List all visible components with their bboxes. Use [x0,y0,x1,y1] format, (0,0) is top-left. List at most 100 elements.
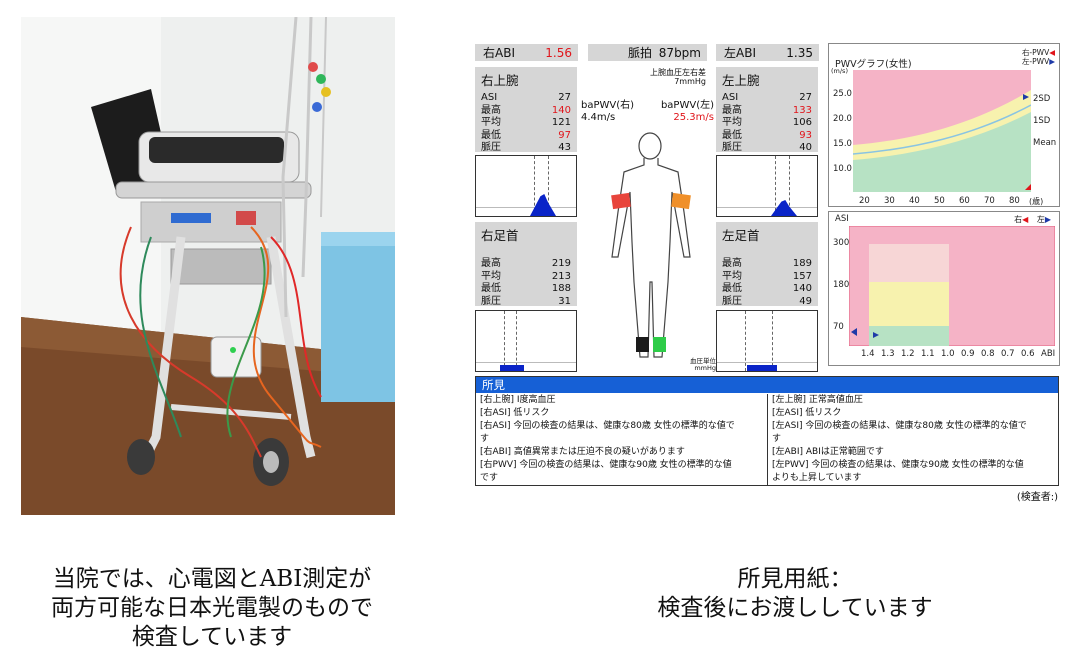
pwv-y-tick-label: 20.0 [833,114,852,124]
measurement-value: 40 [799,142,812,153]
pwv-legend-left: 左-PWV▶ [1022,56,1055,67]
caption-line: 検査しています [131,624,293,650]
bp-difference-note: 上腕血圧左右差 7mmHg [620,68,706,86]
asi-y-tick-label: 70 [833,322,844,332]
caption-line: 検査後にお渡ししています [657,595,933,621]
bp-unit-label: 血圧単位 [690,357,716,365]
finding-line: [右ABI] 高値異常または圧迫不良の疑いがあります [480,447,685,457]
finding-line: [左ABI] ABIは正常範囲です [772,447,884,457]
measurement-label: 最高 [481,258,501,269]
measurement-value: 97 [558,129,571,141]
caption-right: 所見用紙： 検査後にお渡ししています [560,565,1030,623]
pwv-x-tick-label: 30 [884,196,895,206]
bapwv-left: baPWV(左) 25.3m/s [660,100,714,124]
measurement-value: 157 [792,270,812,282]
measurement-label: 最低 [481,129,501,141]
asi-y-tick-label: 180 [833,280,850,290]
pwv-x-tick-label: 70 [984,196,995,206]
left-triangle-icon: ▶ [1044,215,1051,224]
right-abi-value: 1.56 [545,45,572,60]
left-abi-label: 左ABI [724,46,756,60]
pulse-box: 脈拍 87bpm [588,44,707,61]
measurement-value: 213 [551,270,571,282]
finding-line: す [480,434,490,444]
pwv-right-marker-icon [1025,184,1031,190]
pwv-x-tick-label: 60 [959,196,970,206]
finding-line: [左上腕] 正常高値血圧 [772,395,863,405]
measurement-value: 140 [792,283,812,294]
pwv-x-tick-label: 80 [1009,196,1020,206]
asi-x-tick-label: 0.8 [981,349,995,359]
asi-legend-right-label: 右 [1014,215,1023,224]
left-arm-title: 左上腕 [722,73,760,88]
right-abi-box: 右ABI 1.56 [475,44,578,61]
pulse-label: 脈拍 [628,46,653,60]
finding-line: [右ASI] 今回の検査の結果は、健康な80歳 女性の標準的な値で [480,421,735,431]
findings-header: 所見 [476,377,1058,393]
measurement-label: 平均 [722,117,742,128]
abi-device-photo-illustration [21,17,395,515]
device-photo [21,17,395,515]
pwv-x-tick-label: 40 [909,196,920,206]
measurement-row: 脈圧 40 [722,142,812,155]
caption-line: 当院では、心電図とABI測定が [52,566,372,592]
finding-line: [右PWV] 今回の検査の結果は、健康な90歳 女性の標準的な値 [480,460,732,470]
right-ankle-waveform [475,310,577,372]
measurement-label: 最低 [481,283,501,294]
finding-line: [右上腕] I度高血圧 [480,395,556,405]
bapwv-left-value: 25.3m/s [673,112,714,123]
asi-x-tick-label: 0.6 [1021,349,1035,359]
bapwv-left-label: baPWV(左) [660,100,714,111]
pwv-band-label: Mean [1033,138,1057,148]
pwv-legend-right-label: 右-PWV [1021,48,1050,57]
pulse-value: 87bpm [658,45,701,60]
asi-graph-title: ASI [835,214,849,224]
measurement-value: 93 [799,129,812,141]
pwv-y-tick-label: 25.0 [833,89,852,99]
pwv-legend-left-label: 左-PWV [1021,57,1050,66]
pwv-band-label: 1SD [1033,116,1051,126]
measurement-label: 平均 [722,270,742,282]
bp-unit-value: mmHg [694,364,716,372]
asi-legend: 右◀ 左▶ [1014,214,1051,225]
measurement-value: 31 [558,295,571,307]
measurement-label: 最低 [722,283,742,294]
measurement-label: 脈圧 [481,295,501,307]
findings-box: 所見 [右上腕] I度高血圧 [右ASI] 低リスク [右ASI] 今回の検査の結果… [475,376,1059,486]
measurement-label: 最高 [722,104,742,116]
measurement-label: 脈圧 [722,142,742,153]
measurement-value: 27 [799,92,812,103]
bapwv-right: baPWV(右) 4.4m/s [581,100,634,124]
asi-legend-left-label: 左 [1036,215,1045,224]
asi-x-tick-label: 0.9 [961,349,975,359]
body-figure [611,132,691,358]
measurement-row: 脈圧 31 [481,296,571,309]
asi-x-tick-label: 1.2 [901,349,915,359]
finding-line: [右ASI] 低リスク [480,408,550,418]
measurement-label: ASI [481,92,498,103]
pwv-x-tick-label: 20 [859,196,870,206]
right-ankle-title: 右足首 [481,228,519,243]
bp-difference-label: 上腕血圧左右差 [650,68,706,77]
asi-plot-area [849,226,1055,346]
measurement-value: 121 [551,117,571,128]
finding-line: よりも上昇しています [772,473,862,483]
findings-right-column: [左上腕] 正常高値血圧[左ASI] 低リスク[左ASI] 今回の検査の結果は、… [767,394,1059,486]
bp-unit-note: 血圧単位 mmHg [670,358,716,372]
left-triangle-icon: ▶ [1049,57,1055,66]
caption-line: 所見用紙： [737,566,853,592]
left-abi-box: 左ABI 1.35 [716,44,819,61]
asi-x-tick-label: 1.4 [861,349,875,359]
finding-line: [左ASI] 今回の検査の結果は、健康な80歳 女性の標準的な値で [772,421,1027,431]
pwv-x-tick-label: 50 [934,196,945,206]
measurement-label: 脈圧 [481,142,501,153]
